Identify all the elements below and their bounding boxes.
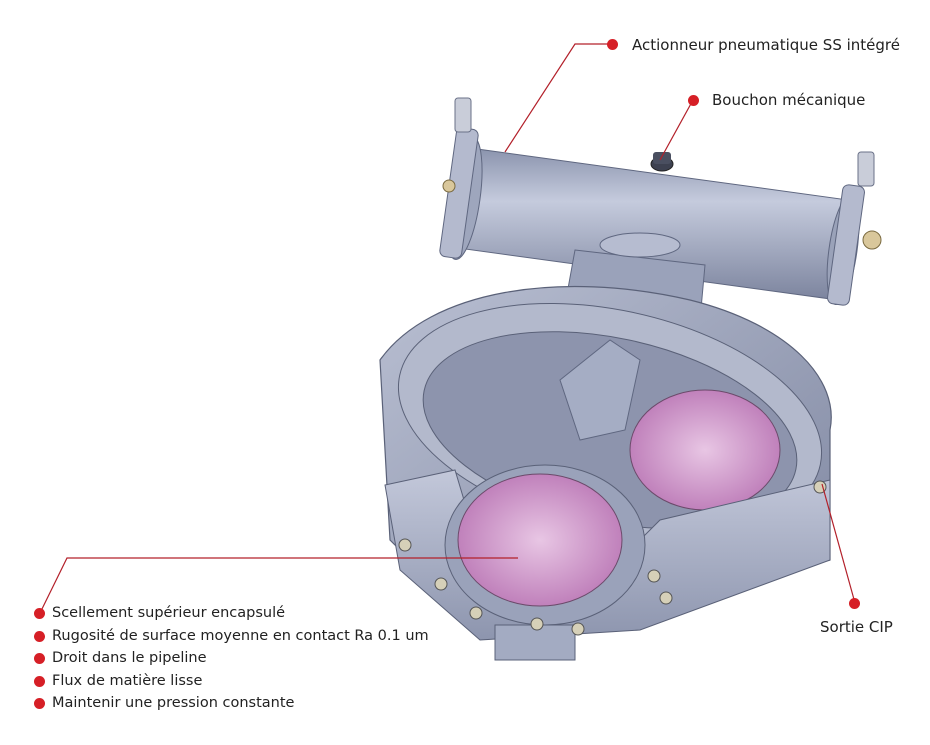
bullet-dot <box>34 630 45 642</box>
leader-lines <box>39 43 856 614</box>
bullet-dot <box>34 608 45 619</box>
mechanical-plug <box>650 152 674 172</box>
feature-item: Scellement supérieur encapsulé <box>34 604 429 627</box>
feature-item: Flux de matière lisse <box>34 672 429 695</box>
leader-actuator <box>504 43 613 153</box>
callout-plug: Bouchon mécanique <box>712 91 866 109</box>
feature-item: Maintenir une pression constante <box>34 694 429 717</box>
callout-actuator: Actionneur pneumatique SS intégré <box>632 36 900 54</box>
callout-dot-cip <box>849 598 860 609</box>
bullet-dot <box>34 675 45 687</box>
feature-item: Droit dans le pipeline <box>34 649 429 672</box>
feature-item: Rugosité de surface moyenne en contact R… <box>34 627 429 650</box>
bullet-dot <box>34 698 45 709</box>
callout-dot-actuator <box>607 39 618 50</box>
leader-cip <box>821 483 856 604</box>
actuator-cylinder <box>439 97 882 306</box>
leader-plug <box>659 99 694 161</box>
callout-dot-plug <box>688 95 699 106</box>
leader-features <box>39 557 518 614</box>
callout-cip: Sortie CIP <box>820 618 893 636</box>
valve-body <box>379 285 832 661</box>
bullet-dot <box>34 653 45 664</box>
feature-list: Scellement supérieur encapsulé Rugosité … <box>34 604 429 717</box>
